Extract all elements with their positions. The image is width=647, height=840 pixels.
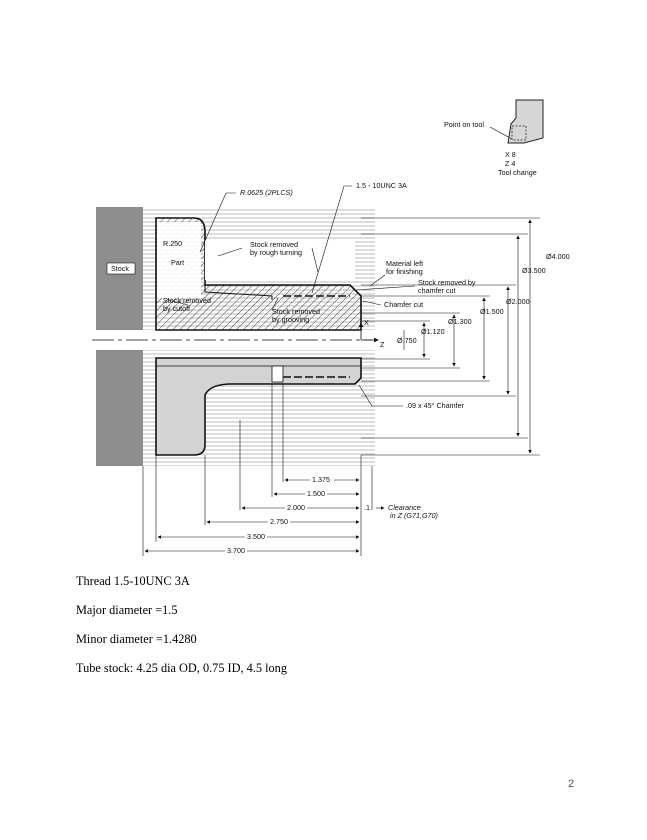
dim-dia-1500: Ø1.500 <box>480 307 504 316</box>
x-axis-label: X <box>364 318 369 327</box>
lathe-part-drawing: Point on tool X 8 Z 4 Tool change <box>92 99 570 556</box>
stock-label: Stock <box>111 264 129 273</box>
dim-dia-750: Ø.750 <box>397 336 417 345</box>
length-dimension-labels: 1.375 1.500 2.000 2.750 3.500 3.700 .1 <box>225 475 370 555</box>
clearance-label-2: in Z (G71,G70) <box>390 511 438 520</box>
point-on-tool-label: Point on tool <box>444 120 484 129</box>
dim-dia-2000: Ø2.000 <box>506 297 530 306</box>
part-section-upper <box>155 217 362 331</box>
tool-x-coord: X 8 <box>505 150 516 159</box>
dim-len-clearance: .1 <box>364 503 370 512</box>
finish-label-1: Material left <box>386 259 423 268</box>
grooving-label-1: Stock removed <box>272 307 320 316</box>
part-label: Part <box>171 258 184 267</box>
thread-note: 1.5 - 10UNC 3A <box>356 181 407 190</box>
leader-lines <box>167 185 416 407</box>
dim-dia-3500: Ø3.500 <box>522 266 546 275</box>
tool-change-label: Tool change <box>498 168 537 177</box>
page-number: 2 <box>568 778 575 790</box>
dim-len-3700: 3.700 <box>227 546 245 555</box>
dim-len-1375: 1.375 <box>312 475 330 484</box>
finish-label-2: for finishing <box>386 267 423 276</box>
grooving-label-2: by grooving <box>272 315 309 324</box>
tool-z-coord: Z 4 <box>505 159 515 168</box>
tool-change-inset: Point on tool X 8 Z 4 Tool change <box>444 99 544 177</box>
notes-section: Thread 1.5-10UNC 3A Major diameter =1.5 … <box>76 575 287 691</box>
diameter-dimensions <box>361 217 540 456</box>
dim-dia-1120: Ø1.120 <box>421 327 445 336</box>
axis-indicator <box>358 322 379 343</box>
rough-turning-label-1: Stock removed <box>250 240 298 249</box>
note-major-diameter: Major diameter =1.5 <box>76 603 178 617</box>
chamfer-cut-label: Chamfer cut <box>384 300 423 309</box>
dim-dia-4000: Ø4.000 <box>546 252 570 261</box>
dim-len-3500: 3.500 <box>247 532 265 541</box>
tool-holder-icon <box>507 99 544 144</box>
part-section-lower <box>155 357 362 456</box>
dim-len-1500: 1.500 <box>307 489 325 498</box>
dim-len-2750: 2.750 <box>270 517 288 526</box>
dim-dia-1300: Ø1.300 <box>448 317 472 326</box>
cutoff-label-1: Stock removed <box>163 296 211 305</box>
length-dimensions <box>142 384 385 556</box>
chamfer-removed-label-1: Stock removed by <box>418 278 476 287</box>
note-thread: Thread 1.5-10UNC 3A <box>76 574 190 588</box>
rough-turning-label-2: by rough turning <box>250 248 302 257</box>
chamfer-45-label: .09 x 45° Chamfer <box>406 401 465 410</box>
chamfer-removed-label-2: chamfer cut <box>418 286 456 295</box>
note-tube-stock: Tube stock: 4.25 dia OD, 0.75 ID, 4.5 lo… <box>76 661 287 675</box>
clearance-label-1: Clearance <box>388 503 421 512</box>
radius-note: R.0625 (2PLCS) <box>240 188 293 197</box>
cutoff-label-2: by cutoff <box>163 304 190 313</box>
note-minor-diameter: Minor diameter =1.4280 <box>76 632 197 646</box>
r250-label: R.250 <box>163 239 182 248</box>
dim-len-2000: 2.000 <box>287 503 305 512</box>
z-axis-label: Z <box>380 340 385 349</box>
